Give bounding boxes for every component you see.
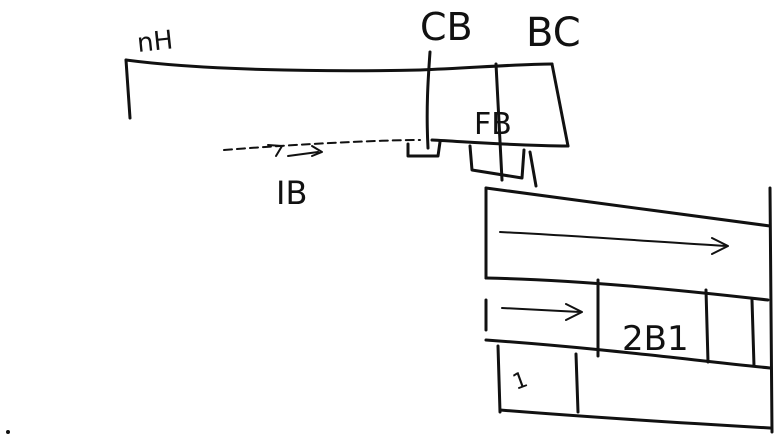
label-zb: 2B1 — [622, 319, 689, 359]
label-nh: nH — [136, 25, 175, 59]
upper-beam-bottom — [430, 138, 570, 148]
ib-arrow-left — [267, 144, 283, 157]
label-fb: FB — [474, 107, 512, 142]
ib-arrow-right — [287, 145, 323, 157]
right-box-right — [768, 186, 774, 434]
stray-dot — [6, 430, 10, 434]
lower-beam-line — [223, 139, 421, 151]
fb-tick — [528, 150, 538, 188]
fb-bracket — [468, 144, 526, 180]
right-box-lower-rule — [484, 338, 772, 370]
right-box-top — [484, 186, 772, 228]
middle-divider-3 — [750, 298, 756, 368]
label-bc: BC — [526, 10, 581, 56]
lower-grid-bottom — [498, 408, 772, 430]
fb-divider — [494, 62, 504, 182]
middle-band-arrow — [501, 303, 583, 321]
cb-foot — [406, 140, 442, 158]
upper-beam-top — [124, 58, 554, 73]
right-box-middle — [484, 276, 770, 302]
label-cb: CB — [420, 5, 473, 49]
lower-grid-left — [496, 344, 502, 414]
upper-beam-right-end — [550, 62, 570, 148]
cb-vertical — [425, 50, 432, 150]
lower-grid-divider — [574, 352, 580, 414]
label-ib: IB — [276, 174, 307, 212]
upper-beam-left-end — [124, 58, 132, 120]
top-band-arrow — [499, 231, 729, 255]
middle-divider-2 — [704, 288, 710, 364]
